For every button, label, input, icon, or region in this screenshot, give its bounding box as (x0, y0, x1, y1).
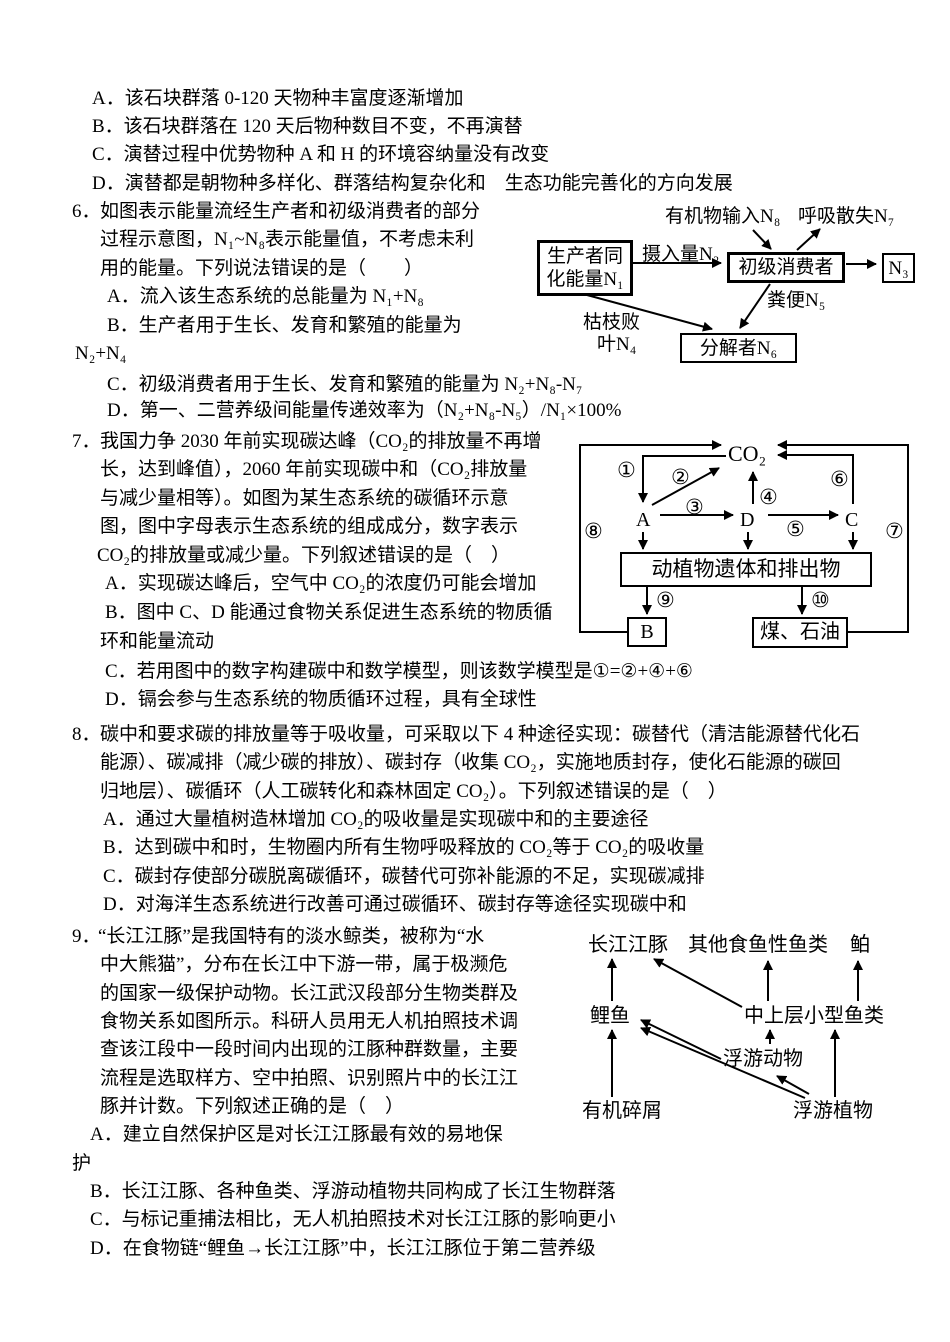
q5-option-c: C．演替过程中优势物种 A 和 H 的环境容纳量没有改变 (92, 144, 550, 165)
component-a: A (636, 509, 651, 531)
co2-label: CO₂ (728, 441, 767, 466)
q7-number: 7． (72, 431, 101, 452)
q9-option-b: B．长江江豚、各种鱼类、浮游动植物共同构成了长江生物群落 (90, 1181, 616, 1202)
q9-stem-3: 的国家一级保护动物。长江武汉段部分生物类群及 (100, 983, 519, 1004)
node-porpoise: 长江江豚 (588, 934, 668, 956)
q6-option-c: C．初级消费者用于生长、发育和繁殖的能量为 N₂+N₈-N₇ (107, 374, 583, 395)
q6-option-b-cont: N₂+N₄ (75, 343, 127, 364)
q8-stem-3: 归地层）、碳循环（人工碳转化和森林固定 CO₂）。下列叙述错误的是（ ） (100, 781, 727, 802)
q9-stem-5: 查该江段中一段时间内出现的江豚种群数量，主要 (100, 1039, 519, 1060)
num-4-label: ④ (759, 485, 778, 509)
carbon-cycle-diagram: CO₂ A D C ① ② ③ ④ ⑤ ⑥ ⑦ ⑧ ⑨ ⑩ 动植物遗体和排出物 … (578, 438, 928, 653)
component-b-box: B (627, 617, 667, 647)
q9-stem-4: 食物关系如图所示。科研人员用无人机拍照技术调 (100, 1011, 519, 1032)
respiration-label: 呼吸散失N₇ (798, 206, 895, 227)
q7-stem-5: CO₂的排放量或减少量。下列叙述错误的是（ ） (97, 545, 511, 566)
node-bo: 鲌 (850, 934, 870, 956)
node-phytoplankton: 浮游植物 (793, 1100, 873, 1122)
num-9-label: ⑨ (656, 588, 675, 612)
q9-option-c: C．与标记重捕法相比，无人机拍照技术对长江江豚的影响更小 (90, 1209, 616, 1230)
q6-option-a: A．流入该生态系统的总能量为 N₁+N₈ (107, 286, 424, 307)
q9-stem-6: 流程是选取样方、空中拍照、识别照片中的长江江 (100, 1068, 519, 1089)
num-3-label: ③ (685, 495, 704, 519)
decomposer-box: 分解者N₆ (680, 333, 797, 363)
q9-stem-2: 中大熊猫”，分布在长江中下游一带，属于极濒危 (100, 954, 508, 975)
remains-box: 动植物遗体和排出物 (620, 552, 872, 587)
q8-option-b: B．达到碳中和时，生物圈内所有生物呼吸释放的 CO₂等于 CO₂的吸收量 (103, 837, 705, 858)
q9-option-a-cont: 护 (72, 1153, 92, 1174)
component-d: D (740, 509, 755, 531)
primary-consumer-box: 初级消费者 (727, 252, 845, 283)
carbon-cycle-arrows (579, 440, 909, 633)
q7-option-c: C．若用图中的数字构建碳中和数学模型，则该数学模型是①=②+④+⑥ (105, 661, 693, 682)
q7-stem-3: 与减少量相等）。如图为某生态系统的碳循环示意 (100, 488, 509, 509)
q7-stem-1: 我国力争 2030 年前实现碳达峰（CO₂的排放量不再增 (100, 431, 542, 452)
q6-stem-3: 用的能量。下列说法错误的是（ ） (100, 258, 424, 279)
q9-number: 9． (72, 926, 101, 947)
q6-stem-1: 如图表示能量流经生产者和初级消费者的部分 (100, 201, 481, 222)
q7-stem-2: 长，达到峰值），2060 年前实现碳中和（CO₂排放量 (100, 459, 528, 480)
q7-option-b-cont: 环和能量流动 (100, 631, 215, 652)
energy-flow-diagram: 有机物输入N₈ 呼吸散失N₇ 摄入量N₂ 生产者同 化能量N₁ 初级消费者 N₃… (535, 200, 950, 370)
node-zooplankton: 浮游动物 (723, 1048, 803, 1070)
node-small-fish: 中上层小型鱼类 (744, 1005, 884, 1027)
energy-flow-arrows (586, 228, 877, 332)
q9-option-a: A．建立自然保护区是对长江江豚最有效的易地保 (90, 1124, 503, 1145)
food-web-arrows (607, 958, 863, 1099)
num-5-label: ⑤ (786, 517, 805, 541)
food-web-diagram: 长江江豚 其他食鱼性鱼类 鲌 鲤鱼 中上层小型鱼类 浮游动物 有机碎屑 浮游植物 (575, 925, 945, 1125)
num-1-label: ① (617, 458, 636, 482)
num-7-label: ⑦ (885, 519, 904, 543)
q7-option-b: B．图中 C、D 能通过食物关系促进生态系统的物质循 (105, 602, 553, 623)
q7-option-d: D．镉会参与生态系统的物质循环过程，具有全球性 (105, 689, 537, 710)
q8-option-d: D．对海洋生态系统进行改善可通过碳循环、碳封存等途径实现碳中和 (103, 894, 687, 915)
litter-label-1: 枯枝败 (583, 312, 641, 333)
node-carp: 鲤鱼 (590, 1005, 630, 1027)
q8-option-a: A．通过大量植树造林增加 CO₂的吸收量是实现碳中和的主要途径 (103, 809, 649, 830)
q7-stem-4: 图，图中字母表示生态系统的组成成分，数字表示 (100, 516, 519, 537)
q8-number: 8． (72, 724, 101, 745)
q6-option-b: B．生产者用于生长、发育和繁殖的能量为 (107, 315, 462, 336)
q5-option-d: D．演替都是朝物种多样化、群落结构复杂化和 生态功能完善化的方向发展 (92, 173, 733, 194)
node-detritus: 有机碎屑 (582, 1100, 662, 1122)
litter-label-2: 叶N₄ (597, 334, 637, 355)
q5-option-a: A．该石块群落 0-120 天物种丰富度逐渐增加 (92, 88, 464, 109)
q6-stem-2: 过程示意图，N₁~N₈表示能量值，不考虑未利 (100, 229, 474, 250)
node-other-fish: 其他食鱼性鱼类 (688, 934, 828, 956)
intake-label: 摄入量N₂ (642, 244, 720, 265)
q7-option-a: A．实现碳达峰后，空气中 CO₂的浓度仍可能会增加 (105, 573, 537, 594)
q9-stem-1: “长江江豚”是我国特有的淡水鲸类，被称为“水 (98, 926, 485, 947)
q9-stem-7: 豚并计数。下列叙述正确的是（ ） (100, 1096, 405, 1117)
q9-option-d: D．在食物链“鲤鱼→长江江豚”中，长江江豚位于第二营养级 (90, 1238, 596, 1259)
num-8-label: ⑧ (584, 519, 603, 543)
q5-option-b: B．该石块群落在 120 天后物种数目不变，不再演替 (92, 116, 523, 137)
q6-option-d: D．第一、二营养级间能量传递效率为（N₂+N₈-N₅）/N₁×100% (107, 400, 622, 421)
num-10-label: ⑩ (811, 588, 830, 612)
q8-stem-2: 能源）、碳减排（减少碳的排放）、碳封存（收集 CO₂，实施地质封存，使化石能源的… (100, 752, 841, 773)
q8-stem-1: 碳中和要求碳的排放量等于吸收量，可采取以下 4 种途径实现：碳替代（清洁能源替代… (100, 724, 861, 745)
q8-option-c: C．碳封存使部分碳脱离碳循环，碳替代可弥补能源的不足，实现碳减排 (103, 866, 705, 887)
coal-oil-box: 煤、石油 (752, 617, 848, 648)
num-6-label: ⑥ (830, 467, 849, 491)
component-c: C (845, 509, 859, 531)
feces-label: 粪便N₅ (767, 290, 826, 311)
q6-number: 6． (72, 201, 101, 222)
producer-box: 生产者同 化能量N₁ (537, 240, 633, 296)
n3-box: N₃ (882, 253, 915, 283)
organic-input-label: 有机物输入N₈ (665, 206, 781, 227)
num-2-label: ② (671, 465, 690, 489)
